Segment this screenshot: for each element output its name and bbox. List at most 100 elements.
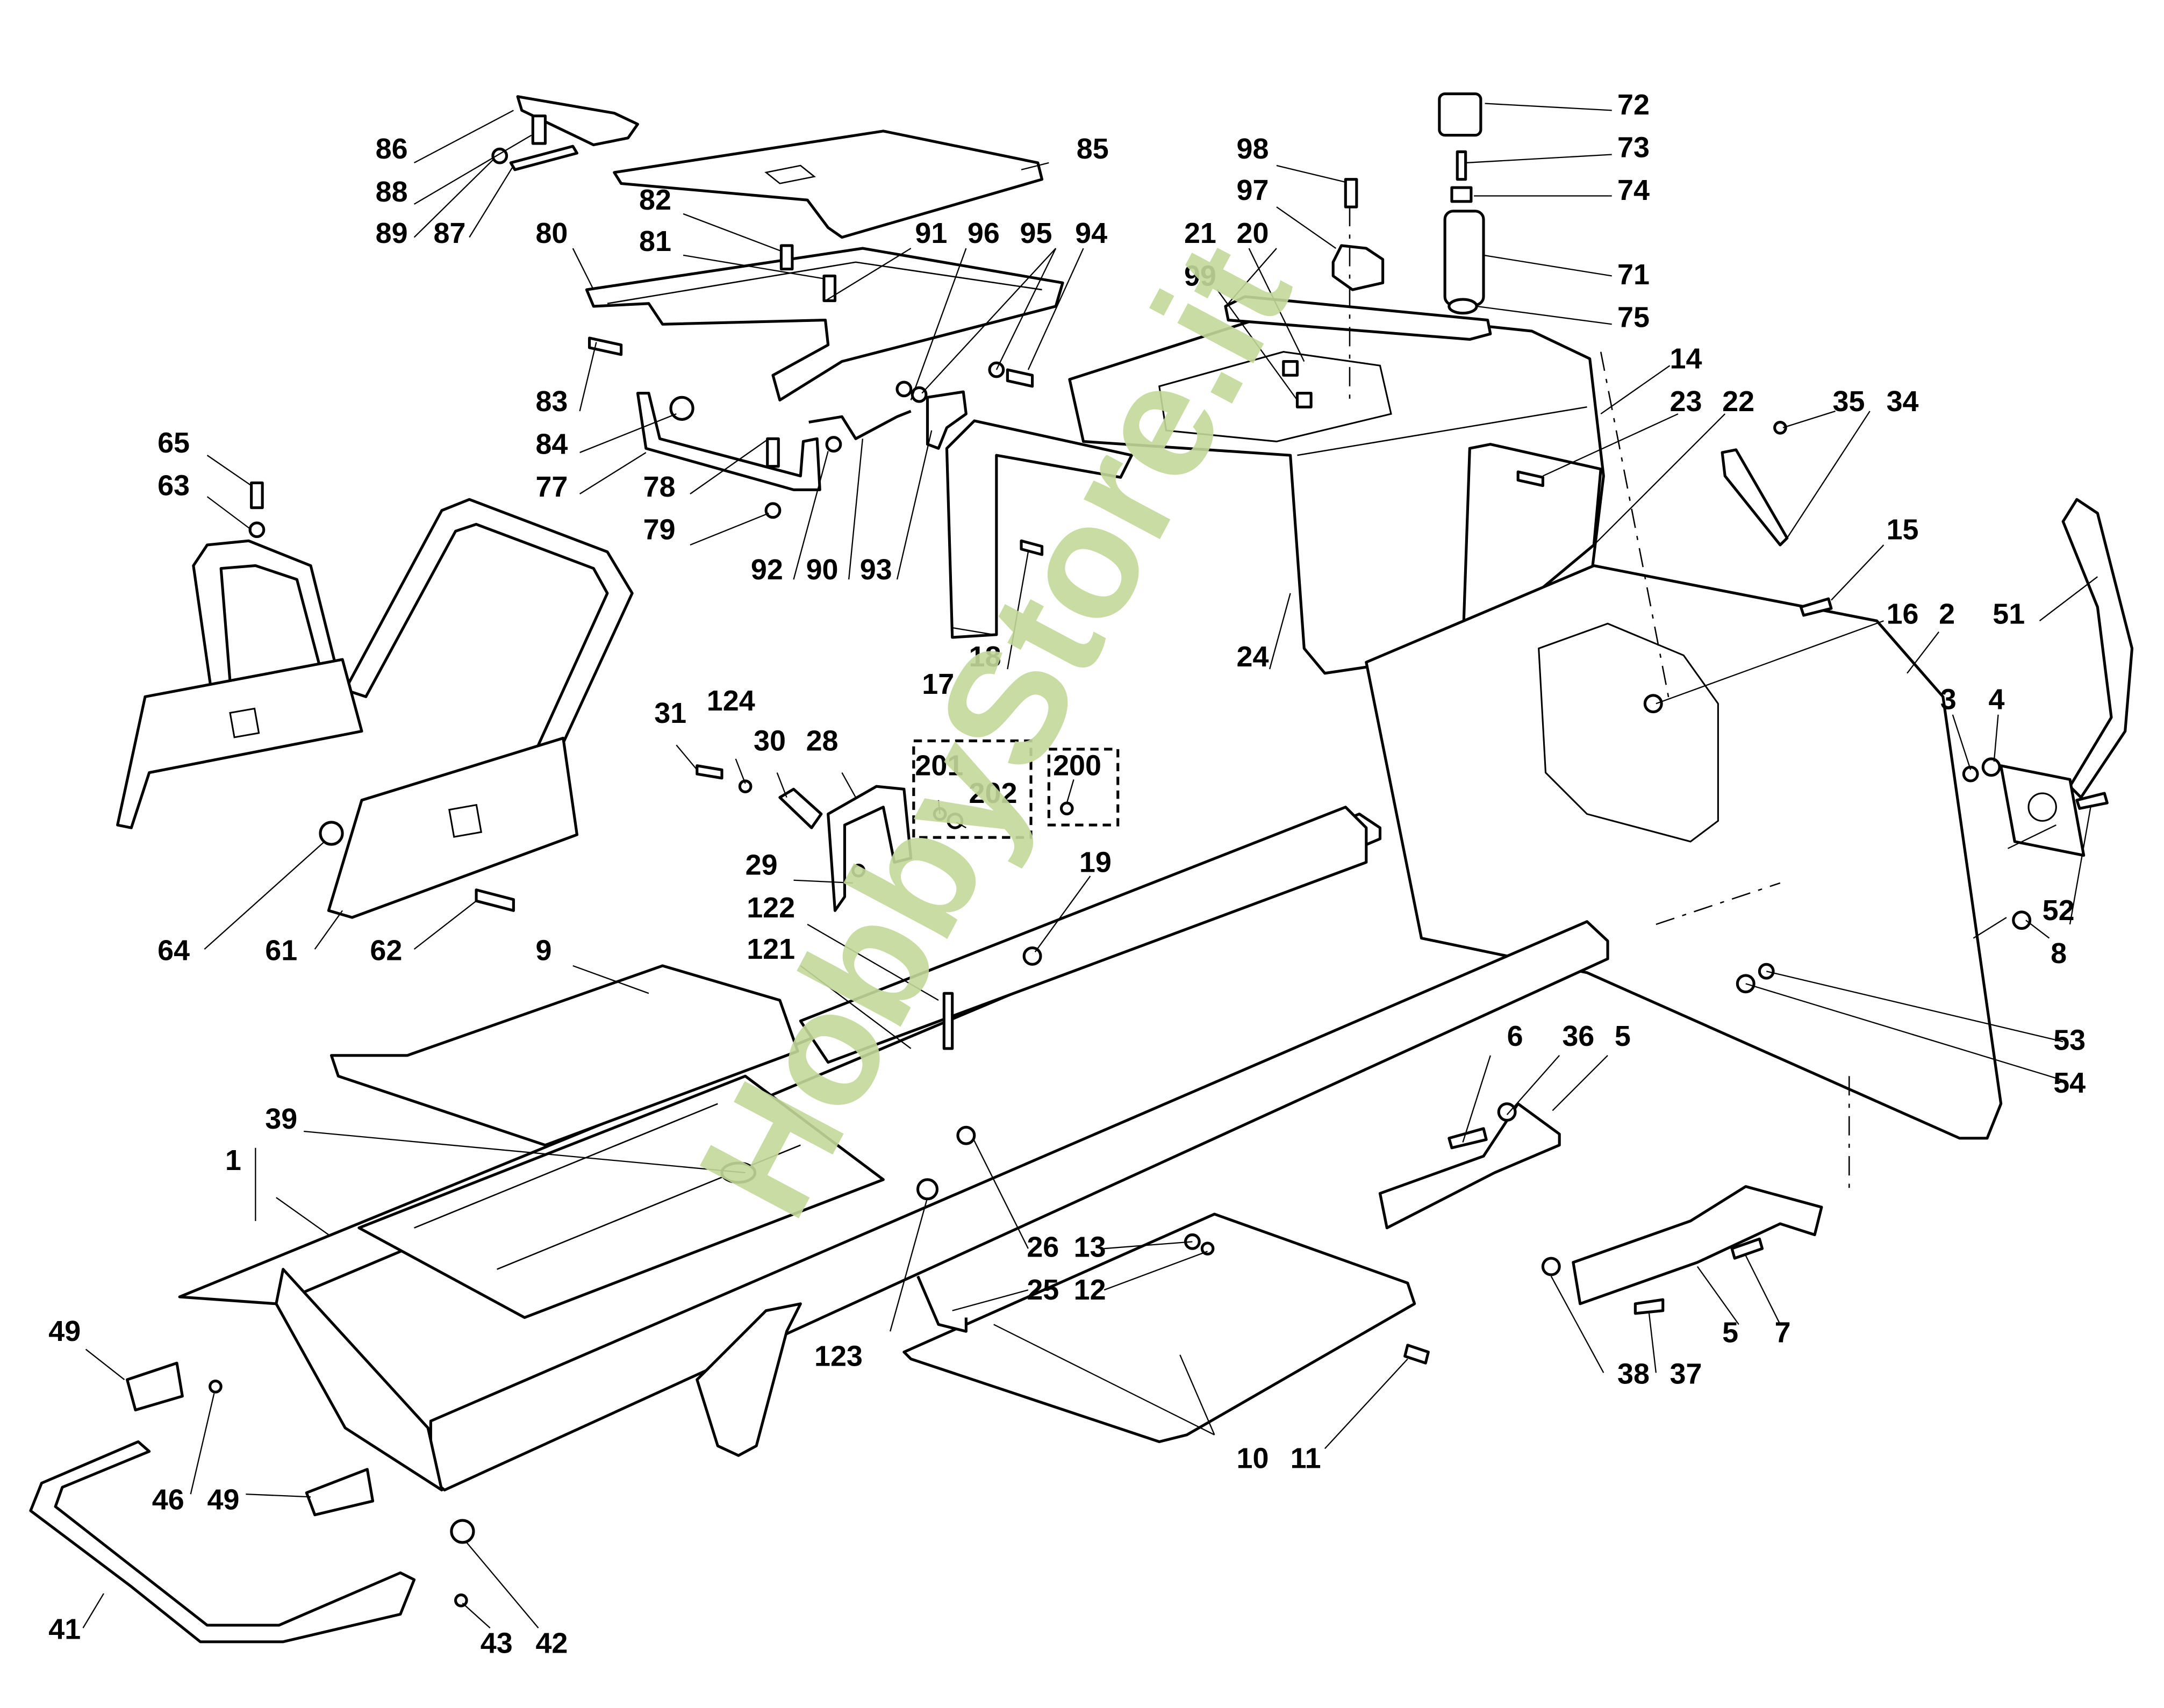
front-axle-support[interactable]	[696, 1302, 802, 1457]
bracket-39[interactable]	[720, 1161, 757, 1184]
spring-71[interactable]	[1443, 210, 1485, 306]
bolt-78[interactable]	[766, 437, 780, 468]
callout-34: 34	[1887, 385, 1919, 418]
bolt-23[interactable]	[1516, 470, 1544, 487]
callout-200: 200	[1053, 750, 1101, 782]
plate-30[interactable]	[778, 787, 823, 829]
screw-29[interactable]	[851, 863, 865, 878]
bolt-121[interactable]	[942, 992, 954, 1050]
rod-90[interactable]	[808, 410, 912, 440]
rail-77[interactable]	[636, 392, 821, 491]
nut-8[interactable]	[2012, 910, 2032, 930]
bolt-25[interactable]	[916, 1275, 968, 1333]
bracket-17[interactable]	[945, 419, 1133, 639]
plate-51[interactable]	[2000, 764, 2086, 857]
callout-3: 3	[1940, 683, 1957, 715]
knob-42[interactable]	[450, 1519, 475, 1544]
footrest-10[interactable]	[902, 1212, 1416, 1444]
front-bumper-41[interactable]	[29, 1440, 416, 1644]
bolt-6[interactable]	[1448, 1127, 1488, 1150]
washer-12[interactable]	[1200, 1241, 1215, 1256]
bolt-73[interactable]	[1456, 150, 1467, 181]
nut-4[interactable]	[1981, 757, 2001, 777]
nut-91[interactable]	[895, 381, 913, 398]
callout-99: 99	[1184, 260, 1216, 292]
callout-5b: 5	[1722, 1317, 1738, 1349]
nut-38[interactable]	[1541, 1257, 1561, 1276]
lever-93[interactable]	[926, 390, 968, 450]
bolt-46[interactable]	[209, 1380, 223, 1394]
nut-64[interactable]	[319, 821, 344, 846]
bracket-5-upper[interactable]	[1378, 1102, 1561, 1230]
roll-bar-bracket-right-61[interactable]	[327, 736, 579, 919]
bracket-97[interactable]	[1331, 244, 1385, 291]
nut-99[interactable]	[1295, 392, 1313, 408]
nut-21[interactable]	[1282, 360, 1299, 377]
rear-panel-2[interactable]	[1365, 564, 2003, 1140]
rear-frame-rail[interactable]	[799, 806, 1368, 1064]
callout-83: 83	[535, 385, 568, 418]
callout-18: 18	[969, 641, 1001, 673]
nut-16[interactable]	[1643, 694, 1663, 714]
nut-36[interactable]	[1497, 1102, 1517, 1122]
bracket-5-lower[interactable]	[1572, 1185, 1823, 1305]
callout-51: 51	[1993, 598, 2025, 630]
nut-19[interactable]	[1022, 946, 1042, 966]
bracket-34[interactable]	[1721, 448, 1789, 547]
bolt-15[interactable]	[1799, 597, 1833, 617]
bolt-82[interactable]	[779, 244, 794, 271]
seat-bracket-80[interactable]	[585, 247, 1064, 402]
nut-79[interactable]	[764, 502, 782, 519]
bolt-98[interactable]	[1344, 178, 1358, 209]
callout-202: 202	[969, 777, 1017, 809]
screw-35[interactable]	[1773, 420, 1787, 435]
callout-28: 28	[806, 724, 839, 757]
pin-87[interactable]	[509, 145, 579, 171]
callout-85: 85	[1077, 133, 1109, 165]
nut-53[interactable]	[1736, 974, 1755, 994]
bolt-62[interactable]	[475, 888, 515, 912]
callout-7: 7	[1775, 1317, 1791, 1349]
bumper-72[interactable]	[1438, 92, 1482, 137]
seat-plate-85[interactable]	[613, 130, 1044, 239]
spring-88[interactable]	[531, 114, 547, 145]
callout-122: 122	[747, 892, 795, 924]
screw-43[interactable]	[454, 1593, 468, 1607]
hinge-49-right[interactable]	[305, 1468, 375, 1517]
spacer-92[interactable]	[825, 436, 842, 453]
footrest-9[interactable]	[329, 964, 799, 1147]
bolt-94[interactable]	[1006, 368, 1034, 388]
bolt-37[interactable]	[1633, 1298, 1665, 1315]
washer-124[interactable]	[738, 779, 753, 794]
callout-21: 21	[1184, 217, 1216, 249]
bolt-18[interactable]	[1020, 539, 1044, 556]
rail-20[interactable]	[1224, 295, 1492, 341]
bracket-28[interactable]	[827, 785, 913, 912]
bolt-65[interactable]	[250, 481, 264, 509]
callout-15: 15	[1887, 514, 1919, 546]
seat-latch-86[interactable]	[516, 95, 639, 147]
bolt-83[interactable]	[587, 336, 623, 356]
bolt-11[interactable]	[1403, 1344, 1430, 1365]
alignment-line	[1656, 882, 1781, 925]
nut-74[interactable]	[1450, 186, 1473, 203]
bolt-81[interactable]	[822, 274, 837, 303]
nut-84[interactable]	[669, 396, 694, 421]
washer-63[interactable]	[248, 521, 266, 539]
callout-54: 54	[2053, 1067, 2086, 1099]
nut-26[interactable]	[956, 1125, 976, 1145]
bolt-200[interactable]	[1059, 801, 1074, 816]
callout-24: 24	[1237, 641, 1269, 673]
roll-bar-bracket-left[interactable]	[116, 658, 363, 829]
washer-3[interactable]	[1962, 765, 1979, 783]
nut-123[interactable]	[916, 1178, 939, 1201]
bolt-7[interactable]	[1730, 1237, 1764, 1260]
hinge-49-left[interactable]	[126, 1361, 184, 1412]
washer-75[interactable]	[1448, 298, 1478, 315]
callout-25: 25	[1027, 1274, 1059, 1306]
nut-202[interactable]	[947, 812, 964, 829]
pedal-51[interactable]	[2061, 498, 2134, 799]
bolt-52[interactable]	[2075, 792, 2109, 810]
callout-121: 121	[747, 933, 795, 965]
bolt-31[interactable]	[696, 764, 723, 780]
